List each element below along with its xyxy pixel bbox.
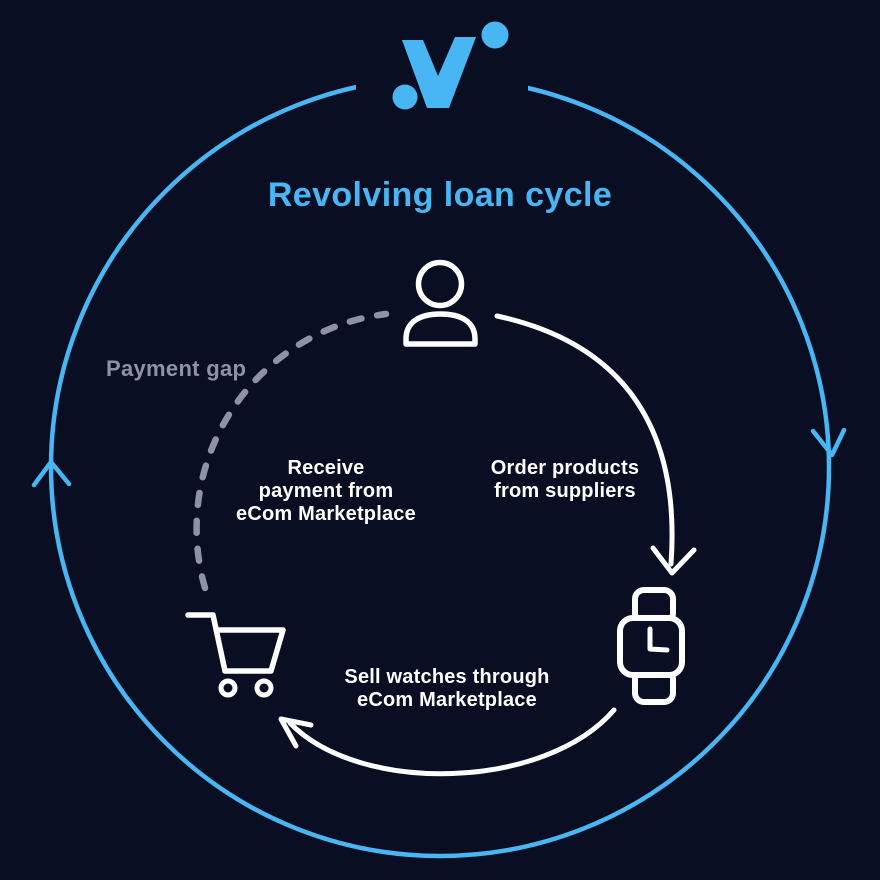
step-sell-watches-label: Sell watches through eCom Marketplace bbox=[344, 666, 550, 712]
step-receive-payment-label: Receive payment from eCom Marketplace bbox=[236, 457, 416, 526]
sell-flow-arrow bbox=[278, 707, 617, 777]
diagram-title: Revolving loan cycle bbox=[267, 176, 613, 214]
clock-hands-icon bbox=[647, 626, 670, 653]
person-icon bbox=[403, 259, 478, 347]
shopping-cart-icon bbox=[185, 612, 286, 698]
step-order-products-label: Order products from suppliers bbox=[490, 457, 640, 503]
order-flow-arrow bbox=[494, 313, 697, 576]
cycle-arrow-up-icon bbox=[31, 459, 72, 488]
payment-gap-label: Payment gap bbox=[106, 356, 247, 381]
payment-gap-dashed-arc bbox=[193, 310, 390, 592]
cycle-arrow-down-icon bbox=[810, 427, 847, 458]
v-logo bbox=[392, 21, 509, 110]
arrowhead-icon bbox=[278, 716, 314, 749]
watch-icon bbox=[617, 587, 685, 705]
arrowhead-icon bbox=[650, 545, 697, 576]
